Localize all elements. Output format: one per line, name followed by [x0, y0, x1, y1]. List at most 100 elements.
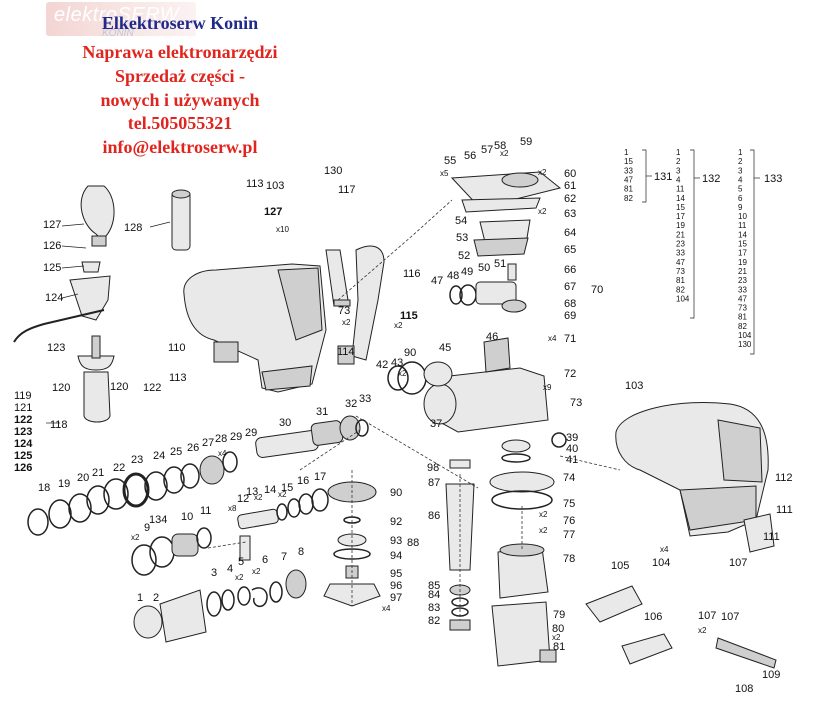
set-item: 10: [738, 212, 747, 221]
part-label: 39: [566, 432, 578, 444]
part-label: 130: [324, 165, 342, 177]
set-item: 82: [624, 194, 633, 203]
part-label: 77: [563, 529, 575, 541]
handle-cover-117: [351, 245, 385, 361]
rod-109: [715, 637, 777, 669]
quantity-multiplier: x2: [235, 573, 244, 582]
set-item: 5: [738, 185, 743, 194]
bearing-68: [501, 299, 527, 313]
set-item: 81: [624, 185, 633, 194]
key-5: [239, 535, 251, 561]
sleeve-8: [285, 569, 307, 599]
email-line[interactable]: info@elektroserw.pl: [102, 137, 258, 157]
part-label: 98: [427, 462, 439, 474]
set-item: 21: [676, 230, 685, 239]
part-label: 106: [644, 611, 662, 623]
set-item: 19: [738, 258, 747, 267]
handle-collar-120: [77, 355, 115, 371]
part-label: 80: [552, 623, 564, 635]
set-number: 132: [702, 173, 720, 185]
part-label: 20: [77, 472, 89, 484]
part-label: 72: [564, 368, 576, 380]
watermark-subtext: KONIN: [102, 28, 134, 39]
watermark-text: elektroSERW: [54, 4, 180, 26]
chuck-2: [159, 589, 207, 643]
set-item: 19: [676, 221, 685, 230]
tube-30: [255, 430, 319, 458]
part-label: 108: [735, 683, 753, 695]
ring-42: [387, 365, 409, 391]
set-item: 11: [738, 221, 747, 230]
part-label: 110: [168, 342, 186, 354]
part-label: 122: [143, 382, 161, 394]
quantity-multiplier: x4: [382, 604, 391, 613]
part-label: 64: [564, 227, 576, 239]
part-label: 128: [124, 222, 142, 234]
part-label: 65: [564, 244, 576, 256]
part-label: 76: [563, 515, 575, 527]
part-label: 9: [144, 522, 150, 534]
part-label: 33: [359, 393, 371, 405]
set-item: 2: [738, 157, 743, 166]
set-item: 33: [738, 285, 747, 294]
grip-130: [171, 191, 191, 251]
shaft-12: [237, 508, 279, 530]
diagram-artwork: [13, 171, 777, 669]
part-label: 71: [564, 333, 576, 345]
set-item: 81: [738, 313, 747, 322]
fan-87: [449, 459, 471, 469]
quantity-multiplier: x2: [394, 321, 403, 330]
ring-23: [144, 471, 168, 501]
part-label: 86: [428, 510, 440, 522]
part-label: 134: [149, 514, 167, 526]
part-label: 127: [43, 219, 61, 231]
quantity-multiplier: x2: [252, 567, 261, 576]
part-label: 104: [652, 557, 670, 569]
part-label: 4: [227, 563, 233, 575]
part-label: 117: [338, 184, 356, 196]
spare-part-sets: 1153347818213112341114151719212333477381…: [624, 148, 782, 349]
part-label: 22: [113, 462, 125, 474]
gear-26: [199, 455, 225, 485]
service-line: Naprawa elektronarzędzi: [82, 42, 278, 62]
part-label: 49: [461, 266, 473, 278]
depth-gauge-105: [585, 585, 643, 623]
part-label: 14: [264, 484, 276, 496]
set-item: 2: [676, 157, 681, 166]
part-label: 73: [570, 397, 582, 409]
part-label: 42: [376, 359, 388, 371]
ring-16: [298, 493, 314, 515]
set-item: 15: [624, 157, 633, 166]
part-label: 31: [316, 406, 328, 418]
part-label: 122: [14, 414, 32, 426]
handle-strap: [80, 185, 115, 239]
part-label: 2: [153, 592, 159, 604]
part-label: 111: [776, 504, 793, 516]
part-label: 124: [14, 438, 33, 450]
cylinder-31: [310, 420, 344, 446]
part-label: 82: [428, 615, 440, 627]
part-label: 30: [279, 417, 291, 429]
part-label: 41: [566, 454, 578, 466]
part-label: 60: [564, 168, 576, 180]
part-label: 126: [14, 462, 32, 474]
set-item: 47: [624, 175, 633, 184]
part-label: 123: [47, 342, 65, 354]
part-label: 113: [169, 372, 187, 384]
ring-14: [276, 503, 288, 521]
ring-25: [180, 463, 200, 489]
part-label: 48: [447, 270, 459, 282]
set-number: 133: [764, 173, 782, 185]
set-item: 3: [738, 166, 743, 175]
ring-9: [131, 544, 157, 576]
part-label: 29: [230, 431, 242, 443]
quantity-multiplier: x2: [278, 490, 287, 499]
ring-20: [86, 485, 110, 515]
part-label: 43: [391, 357, 403, 369]
part-label: 1: [137, 592, 143, 604]
quantity-multiplier: x2: [500, 149, 509, 158]
part-label: 23: [131, 454, 143, 466]
part-label: 57: [481, 144, 493, 156]
phone-line: tel.505055321: [127, 113, 233, 133]
